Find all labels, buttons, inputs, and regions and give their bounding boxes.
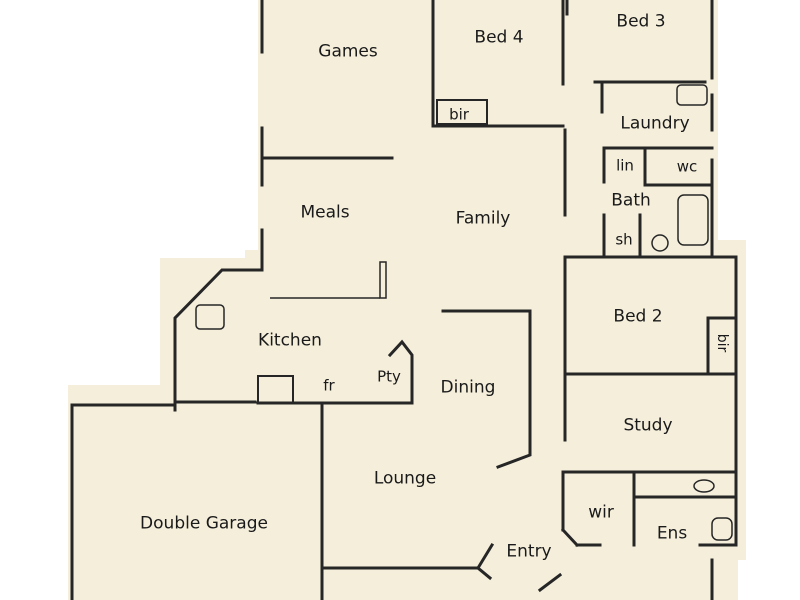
walls xyxy=(70,0,738,600)
room-label-lounge: Lounge xyxy=(373,468,437,489)
room-label-games: Games xyxy=(318,41,378,62)
fixtures xyxy=(195,84,733,541)
fixture-label-lin: lin xyxy=(616,156,634,175)
room-label-study: Study xyxy=(623,415,673,436)
fixture-label-wc: wc xyxy=(676,157,698,176)
room-label-kitchen: Kitchen xyxy=(258,330,322,351)
room-label-bed3: Bed 3 xyxy=(616,11,666,32)
room-label-bed2: Bed 2 xyxy=(613,306,663,327)
fixture-label-fr: fr xyxy=(323,376,335,395)
room-label-double-garage: Double Garage xyxy=(140,513,268,534)
room-label-ens: Ens xyxy=(656,523,688,544)
fixture-label-sh: sh xyxy=(615,230,633,249)
room-label-laundry: Laundry xyxy=(620,113,690,134)
plan-paper xyxy=(68,0,746,600)
room-label-meals: Meals xyxy=(300,202,350,223)
room-label-entry: Entry xyxy=(506,541,552,562)
room-label-dining: Dining xyxy=(440,377,496,398)
room-label-bed4: Bed 4 xyxy=(474,27,524,48)
room-label-wir: wir xyxy=(588,502,614,523)
fixture-label-pty: Pty xyxy=(377,367,401,386)
room-label-family: Family xyxy=(455,208,511,229)
room-label-bath: Bath xyxy=(611,190,651,211)
fixture-label-bir-bed4: bir xyxy=(449,105,469,124)
fixture-label-bir-bed2: bir xyxy=(714,333,730,353)
